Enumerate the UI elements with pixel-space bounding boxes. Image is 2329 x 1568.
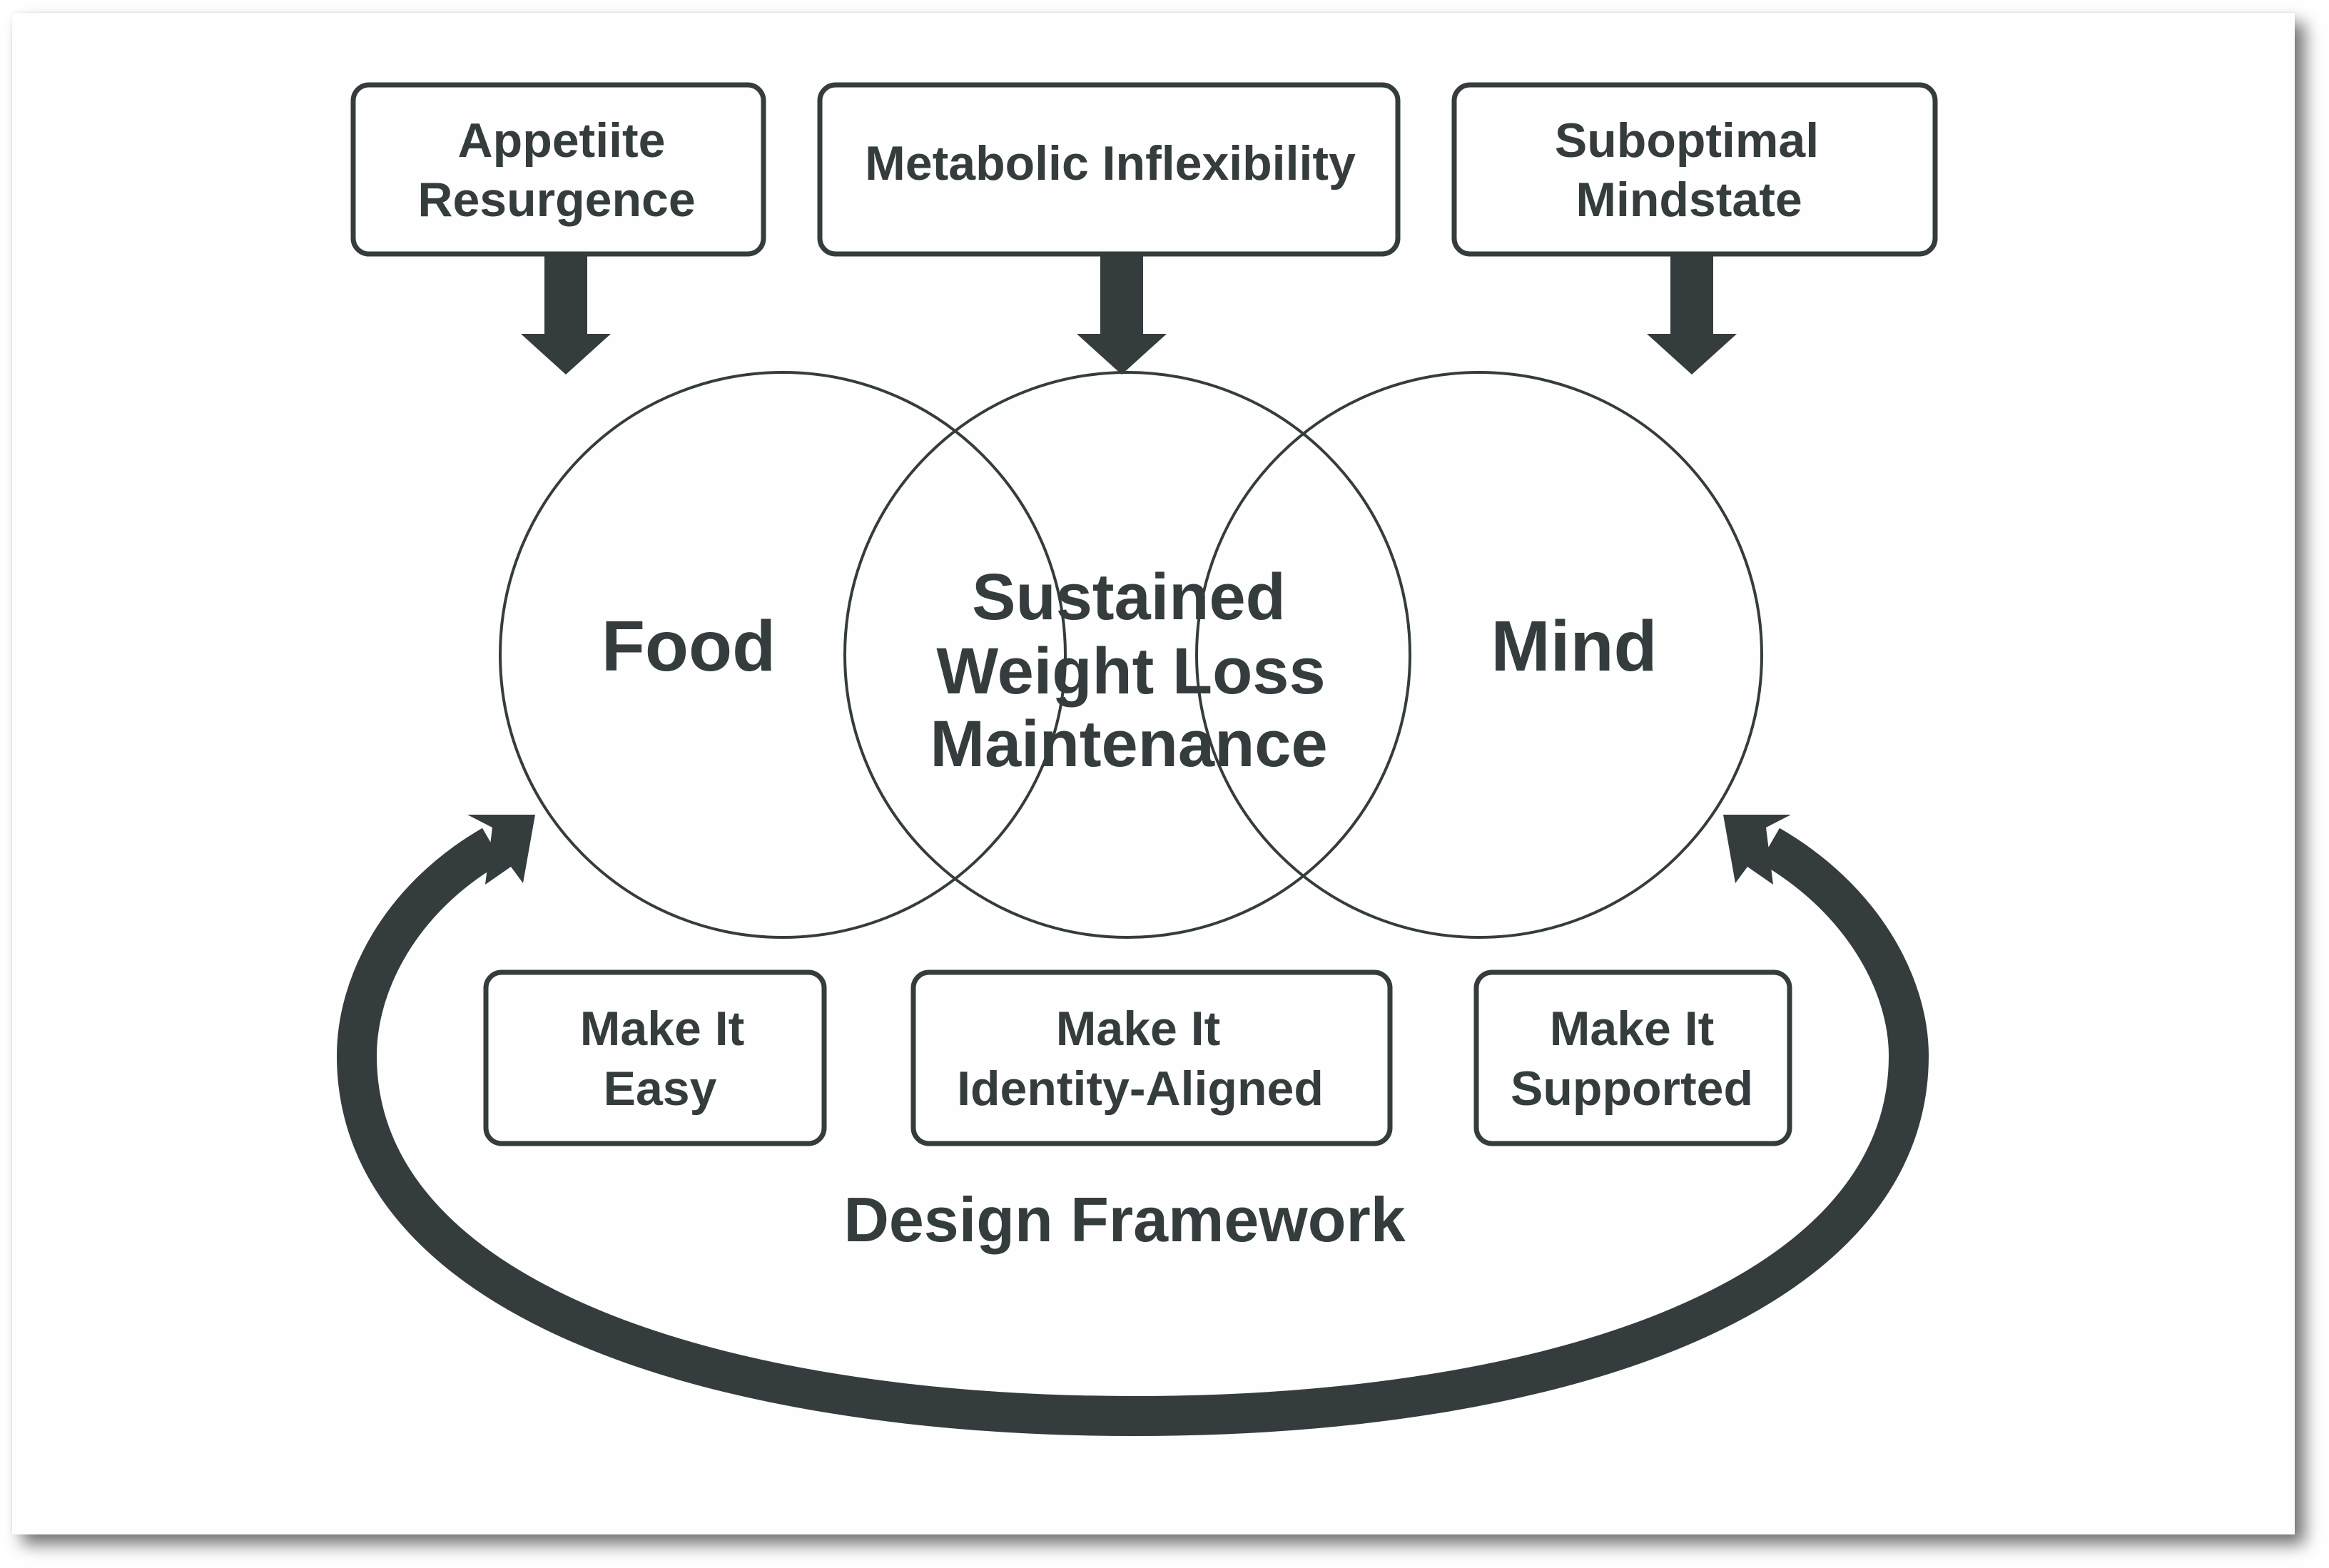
- challenge-box-appetite: [350, 82, 766, 257]
- principle-label-identity-line1: Make It: [1056, 1002, 1221, 1056]
- principle-box-identity: [910, 969, 1393, 1146]
- principle-label-easy-line1: Make It: [580, 1002, 745, 1056]
- principle-label-supported-line1: Make It: [1550, 1002, 1715, 1056]
- feedback-arrowhead-left-icon: [467, 815, 535, 885]
- framework-label: Design Framework: [843, 1184, 1406, 1255]
- principle-label-supported-line2: Supported: [1511, 1062, 1753, 1116]
- circle-food: [499, 371, 1067, 939]
- down-arrow-mindstate-icon: [1647, 254, 1737, 375]
- circle-maintenance: [843, 371, 1411, 939]
- challenge-box-mindstate: [1451, 82, 1938, 257]
- principle-box-easy: [483, 969, 827, 1146]
- down-arrow-appetite-icon: [521, 254, 611, 375]
- principle-label-identity-line2: Identity-Aligned: [957, 1062, 1324, 1116]
- circle-label-food: Food: [602, 606, 776, 686]
- feedback-loop-arc: [336, 828, 1929, 1437]
- circle-label-center-line1: Sustained: [972, 561, 1286, 633]
- principle-box-supported: [1473, 969, 1792, 1146]
- circle-label-mind: Mind: [1491, 606, 1657, 686]
- challenge-label-appetite-line2: Resurgence: [417, 173, 695, 227]
- circle-label-center-line2: Weight Loss: [936, 635, 1325, 708]
- challenge-label-appetite-line1: Appetiite: [458, 113, 666, 168]
- circle-label-center-line3: Maintenance: [930, 708, 1327, 780]
- down-arrow-metabolic-icon: [1077, 254, 1167, 375]
- principle-label-easy-line2: Easy: [604, 1062, 717, 1116]
- challenge-label-mindstate-line1: Suboptimal: [1555, 113, 1819, 168]
- circle-mind: [1195, 371, 1763, 939]
- diagram-card: [12, 13, 2295, 1534]
- feedback-arrowhead-right-icon: [1723, 815, 1791, 885]
- challenge-label-mindstate-line2: Mindstate: [1576, 173, 1802, 227]
- challenge-label-metabolic: Metabolic Inflexibility: [865, 136, 1356, 190]
